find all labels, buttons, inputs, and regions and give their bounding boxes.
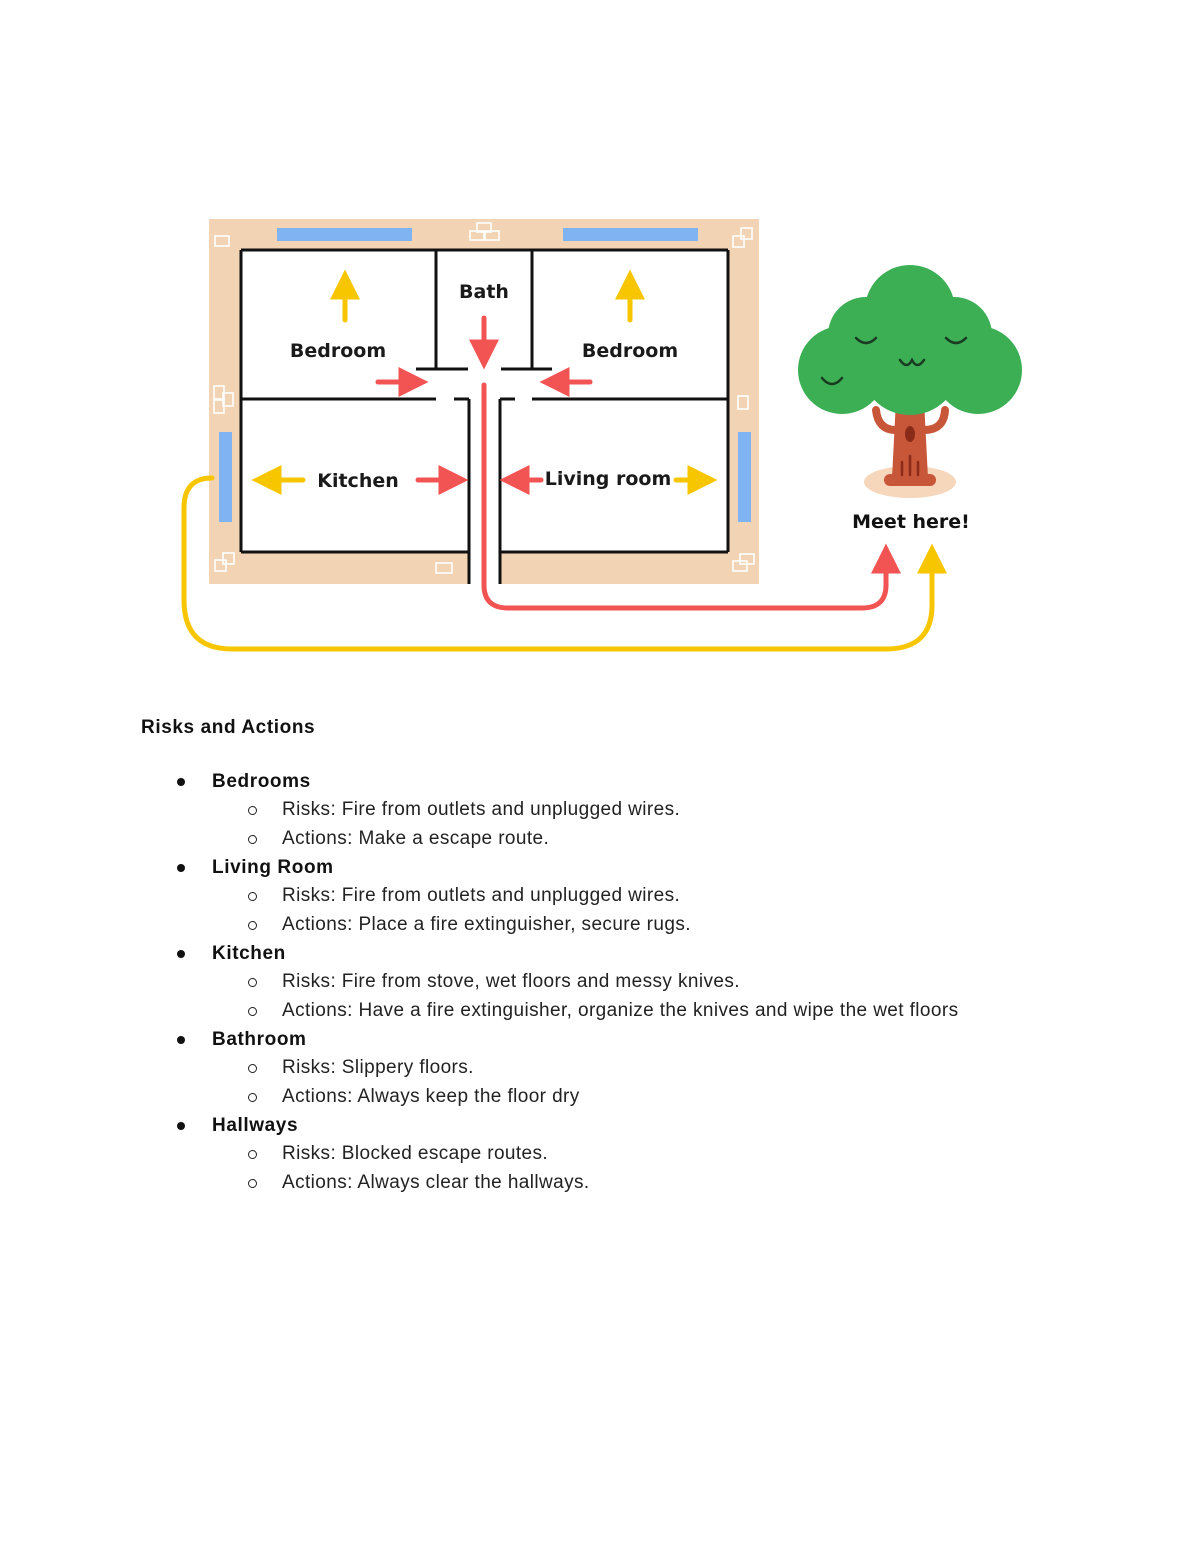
room-label-bedroom-right: Bedroom [582, 340, 678, 362]
section-items: Risks: Fire from outlets and unplugged w… [141, 796, 1141, 853]
section-title: Bathroom [177, 1025, 1141, 1054]
hollow-bullet-icon [248, 1092, 257, 1102]
section-title: Bedrooms [177, 767, 1141, 796]
hollow-bullet-icon [248, 834, 257, 844]
windows [219, 228, 751, 522]
list-item-text: Risks: Fire from outlets and unplugged w… [282, 799, 681, 820]
primary-escape-route [481, 382, 901, 611]
secondary-escape-route [181, 475, 947, 652]
list-item-text: Actions: Always clear the hallways. [282, 1171, 590, 1193]
hollow-bullet-icon [248, 1006, 257, 1016]
section-items: Risks: Blocked escape routes. Actions: Al… [141, 1140, 1141, 1197]
list-item-text: Risks: Blocked escape routes. [282, 1143, 549, 1164]
list-item-text: Risks: Slippery floors. [282, 1057, 474, 1078]
primary-escape-arrows [375, 315, 593, 495]
list-item-text: Actions: Always keep the floor dry [282, 1085, 580, 1107]
section-title-text: Living Room [212, 857, 334, 878]
list-item: Risks: Slippery floors. [248, 1054, 1141, 1083]
tree-icon [798, 265, 1022, 498]
secondary-escape-arrows [251, 269, 718, 495]
list-item: Risks: Fire from stove, wet floors and m… [248, 968, 1141, 997]
hollow-bullet-icon [248, 1150, 257, 1159]
window-top-left [277, 228, 412, 241]
window-left [219, 432, 232, 522]
list-item: Actions: Have a fire extinguisher, organ… [248, 997, 1141, 1026]
bullet-icon [177, 1122, 185, 1130]
room-label-living-room: Living room [545, 468, 672, 490]
hollow-bullet-icon [248, 920, 257, 930]
list-item-text: Risks: Fire from outlets and unplugged w… [282, 885, 681, 906]
section-items: Risks: Fire from outlets and unplugged w… [141, 882, 1141, 939]
bullet-icon [177, 864, 185, 872]
section-title: Kitchen [177, 939, 1141, 968]
fire-escape-floor-plan: Bedroom Bath Bedroom Kitchen Living room [181, 219, 1022, 652]
list-item-text: Actions: Make a escape route. [282, 827, 550, 849]
hollow-bullet-icon [248, 1064, 257, 1073]
list-item: Risks: Blocked escape routes. [248, 1140, 1141, 1169]
window-top-right [563, 228, 698, 241]
hollow-bullet-icon [248, 892, 257, 901]
section-title: Living Room [177, 853, 1141, 882]
list-item-text: Actions: Place a fire extinguisher, secu… [282, 913, 691, 935]
bullet-icon [177, 778, 185, 786]
list-item: Risks: Fire from outlets and unplugged w… [248, 882, 1141, 911]
meeting-point-label: Meet here! [852, 511, 970, 533]
list-item-text: Risks: Fire from stove, wet floors and m… [282, 971, 740, 992]
hollow-bullet-icon [248, 978, 257, 987]
room-label-bath: Bath [459, 281, 509, 303]
section-title-text: Bathroom [212, 1029, 307, 1050]
section-items: Risks: Fire from stove, wet floors and m… [141, 968, 1141, 1025]
wall-fixtures [213, 222, 755, 574]
bullet-icon [177, 950, 185, 958]
room-label-kitchen: Kitchen [317, 470, 399, 492]
section-title-text: Kitchen [212, 943, 286, 964]
room-label-bedroom-left: Bedroom [290, 340, 386, 362]
section-title-text: Bedrooms [212, 771, 311, 792]
hollow-bullet-icon [248, 806, 257, 815]
document-heading: Risks and Actions [141, 717, 316, 738]
list-item: Actions: Always keep the floor dry [248, 1083, 1141, 1112]
list-item: Risks: Fire from outlets and unplugged w… [248, 796, 1141, 825]
list-item: Actions: Place a fire extinguisher, secu… [248, 911, 1141, 940]
window-right [738, 432, 751, 522]
bullet-icon [177, 1036, 185, 1044]
section-title-text: Hallways [212, 1115, 299, 1136]
list-item: Actions: Always clear the hallways. [248, 1169, 1141, 1198]
hollow-bullet-icon [248, 1178, 257, 1188]
section-items: Risks: Slippery floors. Actions: Always k… [141, 1054, 1141, 1111]
list-item: Actions: Make a escape route. [248, 825, 1141, 854]
section-title: Hallways [177, 1111, 1141, 1140]
list-item-text: Actions: Have a fire extinguisher, organ… [282, 999, 959, 1021]
